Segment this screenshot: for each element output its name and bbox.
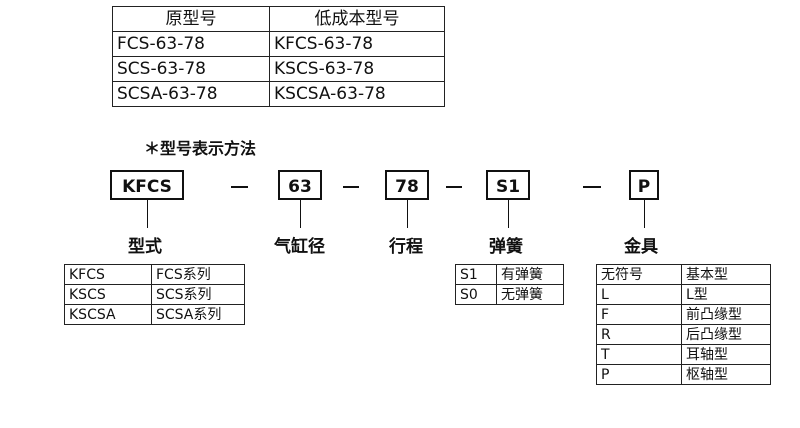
table-row: SCSA-63-78 KSCSA-63-78: [112, 81, 445, 107]
table-row: KFCS FCS系列: [64, 264, 245, 285]
table-cell: SCS-63-78: [112, 56, 270, 82]
table-cell: 基本型: [681, 264, 771, 285]
label-fitting: 金具: [624, 237, 658, 257]
table-cell: FCS系列: [151, 264, 245, 285]
table-cell: FCS-63-78: [112, 31, 270, 57]
table-cell: 有弹簧: [496, 264, 564, 285]
table-row: L L型: [596, 284, 771, 305]
code-box-fitting: P: [629, 170, 659, 200]
connector-line: [300, 200, 301, 228]
label-spring: 弹簧: [489, 237, 523, 257]
connector-line: [147, 200, 148, 228]
label-stroke: 行程: [389, 237, 423, 257]
connector-line: [407, 200, 408, 228]
connector-line: [508, 200, 509, 228]
table-row: SCS-63-78 KSCS-63-78: [112, 56, 445, 82]
table-cell: 枢轴型: [681, 364, 771, 385]
table-cell: KFCS: [64, 264, 152, 285]
table-cell: KSCS: [64, 284, 152, 305]
table-cell: SCSA系列: [151, 304, 245, 325]
header-original-model: 原型号: [112, 6, 270, 32]
table-cell: 后凸缘型: [681, 324, 771, 345]
table-row: 无符号 基本型: [596, 264, 771, 285]
code-box-type: KFCS: [110, 170, 184, 200]
table-cell: KSCS-63-78: [269, 56, 445, 82]
code-box-spring: S1: [486, 170, 530, 200]
table-cell: T: [596, 344, 682, 365]
model-notation-title: ＊型号表示方法: [144, 139, 257, 158]
table-cell: 耳轴型: [681, 344, 771, 365]
table-header-row: 原型号 低成本型号: [112, 6, 445, 32]
spring-table: S1 有弹簧 S0 无弹簧: [455, 264, 564, 305]
table-cell: SCS系列: [151, 284, 245, 305]
table-row: T 耳轴型: [596, 344, 771, 365]
separator-dash: [343, 186, 359, 188]
table-row: KSCSA SCSA系列: [64, 304, 245, 325]
table-cell: 无弹簧: [496, 284, 564, 305]
header-low-cost-model: 低成本型号: [269, 6, 445, 32]
table-cell: L: [596, 284, 682, 305]
code-box-stroke: 78: [385, 170, 429, 200]
table-cell: SCSA-63-78: [112, 81, 270, 107]
label-bore: 气缸径: [274, 237, 325, 257]
table-row: P 枢轴型: [596, 364, 771, 385]
table-row: F 前凸缘型: [596, 304, 771, 325]
table-row: R 后凸缘型: [596, 324, 771, 345]
table-cell: 前凸缘型: [681, 304, 771, 325]
table-cell: S0: [455, 284, 497, 305]
table-cell: R: [596, 324, 682, 345]
type-table: KFCS FCS系列 KSCS SCS系列 KSCSA SCSA系列: [64, 264, 245, 325]
code-box-bore: 63: [278, 170, 322, 200]
table-cell: L型: [681, 284, 771, 305]
separator-dash: [583, 186, 601, 188]
table-cell: KFCS-63-78: [269, 31, 445, 57]
table-cell: F: [596, 304, 682, 325]
table-row: KSCS SCS系列: [64, 284, 245, 305]
table-row: FCS-63-78 KFCS-63-78: [112, 31, 445, 57]
separator-dash: [446, 186, 462, 188]
table-row: S1 有弹簧: [455, 264, 564, 285]
table-cell: S1: [455, 264, 497, 285]
table-cell: 无符号: [596, 264, 682, 285]
model-comparison-table: 原型号 低成本型号 FCS-63-78 KFCS-63-78 SCS-63-78…: [112, 6, 445, 107]
fitting-table: 无符号 基本型 L L型 F 前凸缘型 R 后凸缘型 T 耳轴型 P 枢轴型: [596, 264, 771, 385]
table-cell: KSCSA-63-78: [269, 81, 445, 107]
connector-line: [644, 200, 645, 228]
table-cell: KSCSA: [64, 304, 152, 325]
table-row: S0 无弹簧: [455, 284, 564, 305]
label-type: 型式: [128, 237, 162, 257]
table-cell: P: [596, 364, 682, 385]
separator-dash: [231, 186, 248, 188]
